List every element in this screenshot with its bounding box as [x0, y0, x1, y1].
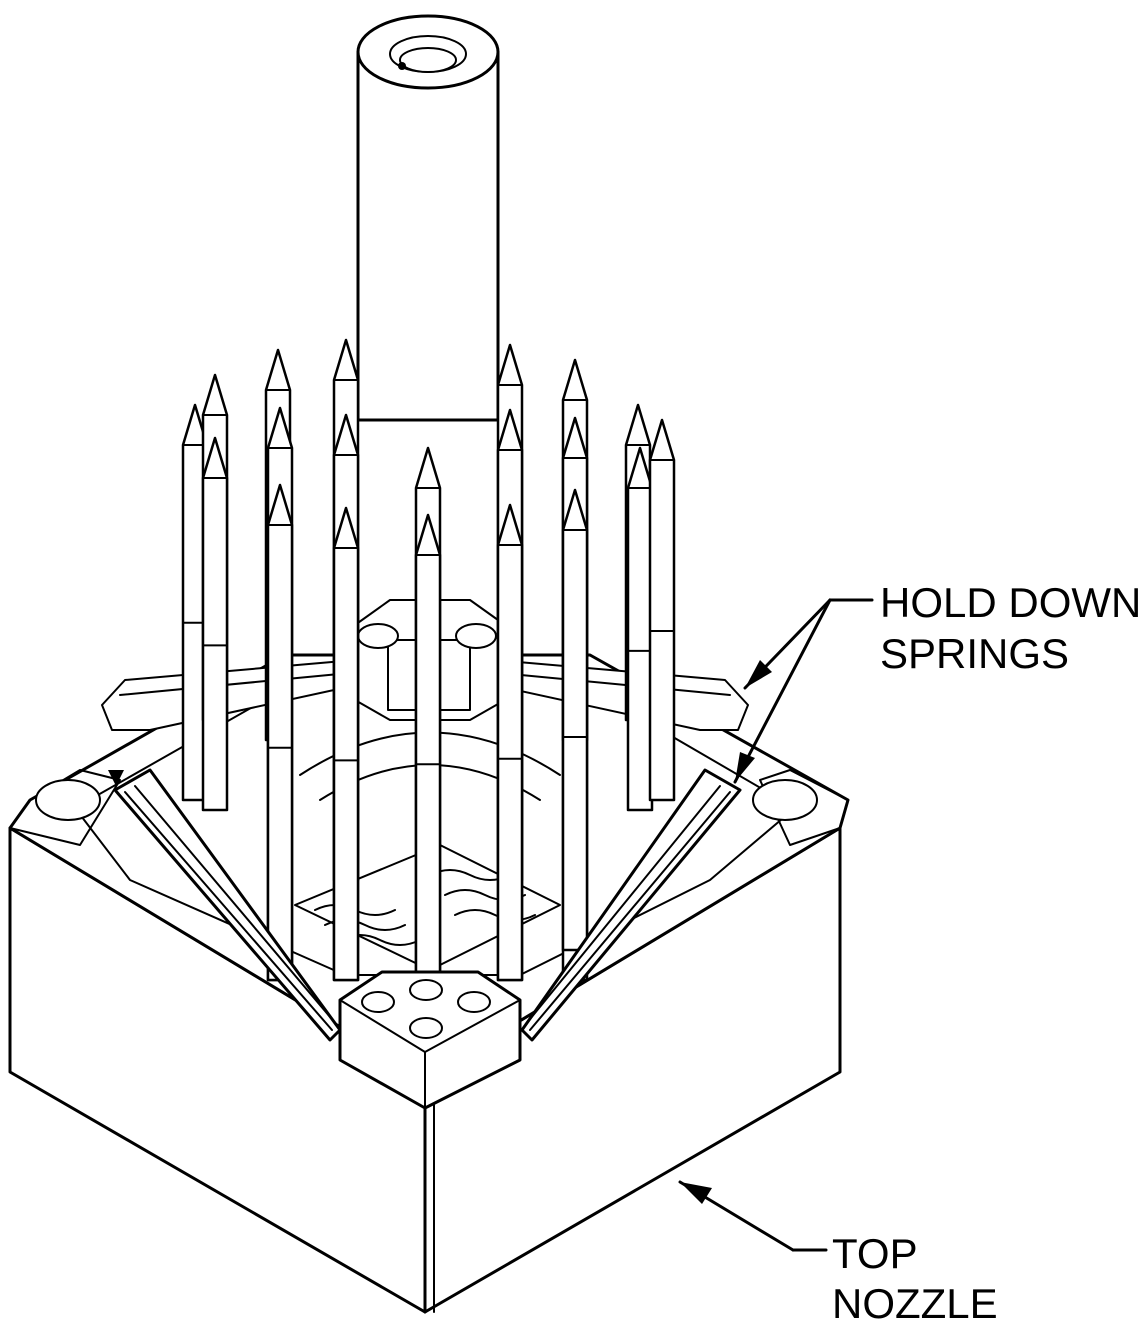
control-rod: [648, 418, 676, 802]
control-rod: [561, 488, 589, 952]
hold-down-spring-right: [520, 768, 742, 1042]
control-rod: [414, 513, 442, 982]
top-nozzle-label-line1: TOP: [832, 1230, 918, 1277]
flow-plate: [294, 844, 561, 971]
spider-arms: [101, 659, 749, 731]
control-rod: [496, 503, 524, 982]
hold-down-springs-label-line1: HOLD DOWN: [880, 579, 1141, 626]
control-rod: [626, 446, 654, 812]
front-corner-block: [338, 970, 522, 1110]
control-rod: [266, 483, 294, 982]
control-rod: [332, 506, 360, 982]
top-nozzle-callout: [678, 1180, 828, 1252]
central-cylinder: [356, 14, 500, 422]
control-rod: [201, 436, 229, 812]
hold-down-springs: [108, 768, 742, 1042]
hold-down-springs-callout: [733, 598, 874, 784]
hold-down-springs-label-line2: SPRINGS: [880, 630, 1069, 677]
top-nozzle-label-line2: NOZZLE: [832, 1280, 998, 1327]
control-rods: [181, 338, 676, 982]
